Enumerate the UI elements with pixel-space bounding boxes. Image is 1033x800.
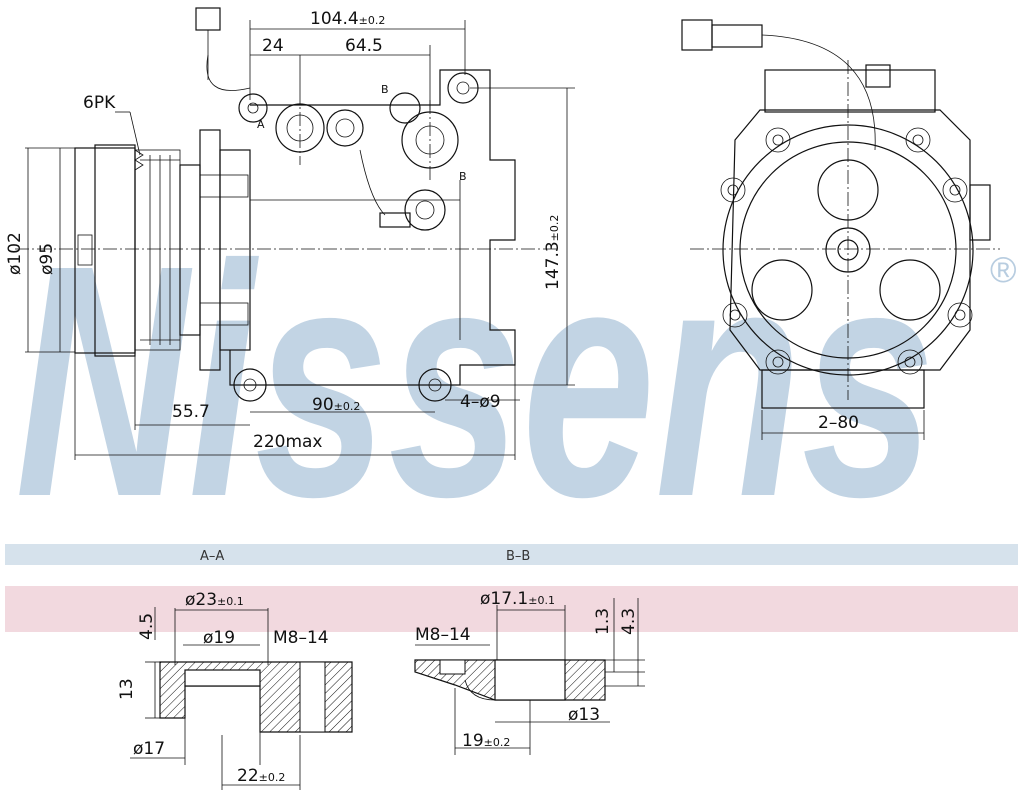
label-section-b: B–B <box>506 549 530 564</box>
dim-dia-13: ø13 <box>568 705 600 725</box>
dim-22: 22±0.2 <box>237 766 285 786</box>
thread-m8-14-a: M8–14 <box>273 628 329 648</box>
dim-holes: 4–ø9 <box>460 392 501 412</box>
label-6pk: 6PK <box>83 93 116 113</box>
label-section-a: A–A <box>200 549 224 564</box>
dim-24: 24 <box>262 36 284 56</box>
thread-m8-14-b: M8–14 <box>415 625 471 645</box>
dim-220max: 220max <box>253 432 323 452</box>
dim-dia-95: ø95 <box>37 243 57 275</box>
dim-104-4: 104.4±0.2 <box>310 9 385 29</box>
dim-dia-102: ø102 <box>5 232 25 275</box>
nissens-watermark-logo: Nissens ® <box>15 196 1017 565</box>
dim-13: 13 <box>117 678 137 700</box>
dim-55-7: 55.7 <box>172 402 210 422</box>
section-mark-b: B <box>459 170 467 183</box>
dim-dia-17: ø17 <box>133 739 165 759</box>
section-b-b-drawing: ø17.1±0.1 M8–14 1.3 4.3 ø13 19±0.2 <box>414 589 645 755</box>
dim-4-5: 4.5 <box>137 613 157 640</box>
svg-text:®: ® <box>990 249 1017 290</box>
dim-1-3: 1.3 <box>593 608 613 635</box>
section-band-bottom <box>5 586 1018 632</box>
section-mark-b-top: B <box>381 83 389 96</box>
compressor-front-view: 2–80 <box>681 19 1000 440</box>
dim-147-3: 147.3±0.2 <box>543 215 563 290</box>
dim-2-80: 2–80 <box>818 413 859 433</box>
section-a-a-drawing: ø23±0.1 ø19 M8–14 4.5 13 ø17 22±0.2 <box>117 590 353 790</box>
compressor-side-view: 6PK ø102 ø95 104.4±0.2 24 64.5 147.3±0.2… <box>5 7 575 460</box>
dim-dia-23: ø23±0.1 <box>185 590 244 610</box>
svg-text:Nissens: Nissens <box>15 196 935 565</box>
dim-dia-17-1: ø17.1±0.1 <box>480 589 555 609</box>
section-band-top <box>5 544 1018 565</box>
dim-19: 19±0.2 <box>462 731 510 751</box>
dim-4-3: 4.3 <box>619 608 639 635</box>
dim-90: 90±0.2 <box>312 395 360 415</box>
dim-dia-19: ø19 <box>203 628 235 648</box>
section-mark-a: A <box>257 118 265 131</box>
dim-64-5: 64.5 <box>345 36 383 56</box>
